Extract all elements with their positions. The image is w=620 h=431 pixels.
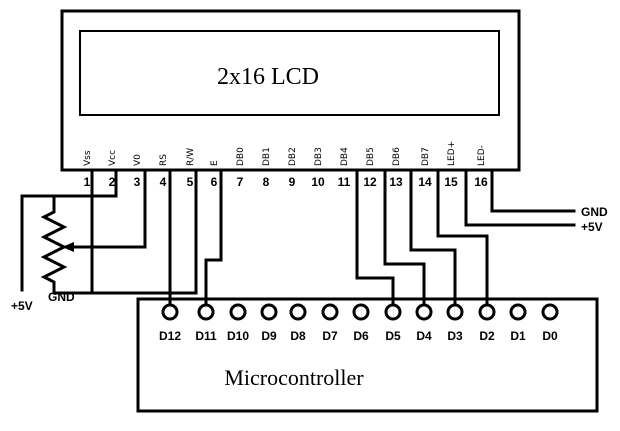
lcd-pin-number: 16 — [474, 175, 488, 189]
lcd-pin-label: LED- — [477, 145, 487, 166]
lcd-pin-label: DB3 — [314, 147, 324, 166]
port-pin-circle — [197, 303, 215, 321]
lcd-pin-number: 12 — [363, 175, 377, 189]
lcd-pin-label: Vcc — [108, 150, 118, 166]
lcd-pin-number: 11 — [338, 175, 351, 189]
lcd-pin-number: 15 — [444, 175, 458, 189]
port-pin-circle — [446, 303, 464, 321]
port-label: D1 — [510, 329, 526, 343]
port-label: D7 — [322, 329, 338, 343]
lcd-pin-number: 7 — [237, 175, 244, 189]
port-pin-circle — [509, 303, 527, 321]
wires — [20, 168, 576, 307]
lcd-pin-label: R/W — [186, 148, 196, 166]
port-pin-circle — [289, 303, 307, 321]
lcd-pin-label: LED+ — [447, 141, 457, 166]
lcd-pin-label: DB1 — [262, 147, 272, 166]
port-label: D12 — [159, 329, 181, 343]
gnd-right-label: GND — [581, 205, 608, 219]
port-pin-circle — [161, 303, 179, 321]
lcd-title: 2x16 LCD — [217, 64, 319, 90]
lcd-pin-label: V0 — [133, 154, 143, 166]
port-pin-circle — [352, 303, 370, 321]
lcd-pin-number: 1 — [84, 175, 91, 189]
port-label: D8 — [290, 329, 306, 343]
lcd-pin-label: DB7 — [421, 147, 431, 166]
port-label: D2 — [479, 329, 495, 343]
port-label: D0 — [542, 329, 558, 343]
lcd-pin-label: DB5 — [366, 147, 376, 166]
lcd-pin-label: DB4 — [340, 147, 350, 166]
lcd-pin-number: 3 — [134, 175, 141, 189]
lcd-pin-number: 14 — [418, 175, 432, 189]
lcd-pin-number: 9 — [289, 175, 296, 189]
lcd-pin-label: Vss — [83, 150, 93, 166]
port-label: D6 — [353, 329, 369, 343]
vcc-left-label: +5V — [11, 299, 33, 313]
lcd-pin-label: RS — [159, 154, 169, 166]
port-label: D11 — [195, 329, 217, 343]
port-label: D5 — [385, 329, 401, 343]
port-label: D3 — [447, 329, 463, 343]
lcd-pin-number: 5 — [187, 175, 194, 189]
lcd-pin-number: 4 — [160, 175, 167, 189]
lcd-pin-label: E — [210, 160, 220, 166]
lcd-pin-label: DB2 — [288, 147, 298, 166]
lcd-pin-number: 13 — [389, 175, 403, 189]
port-pin-circle — [321, 303, 339, 321]
port-pin-circle — [384, 303, 402, 321]
potentiometer — [40, 194, 147, 295]
lcd-pin-label: DB0 — [236, 147, 246, 166]
lcd-pin-number: 8 — [263, 175, 270, 189]
port-label: D10 — [227, 329, 249, 343]
lcd-screen — [79, 30, 500, 116]
vcc-right-label: +5V — [581, 220, 603, 234]
port-pin-circle — [541, 303, 559, 321]
lcd-pin-label: DB6 — [392, 147, 402, 166]
port-pin-circle — [478, 303, 496, 321]
port-pin-circle — [260, 303, 278, 321]
lcd-pin-number: 6 — [211, 175, 218, 189]
port-pin-circle — [415, 303, 433, 321]
microcontroller-module — [136, 297, 599, 413]
lcd-pin-number: 2 — [109, 175, 116, 189]
microcontroller-title: Microcontroller — [224, 365, 364, 390]
lcd-pin-number: 10 — [311, 175, 325, 189]
port-label: D9 — [261, 329, 277, 343]
port-pin-circle — [229, 303, 247, 321]
gnd-left-label: GND — [48, 290, 75, 304]
lcd-module — [60, 9, 521, 172]
port-label: D4 — [416, 329, 432, 343]
